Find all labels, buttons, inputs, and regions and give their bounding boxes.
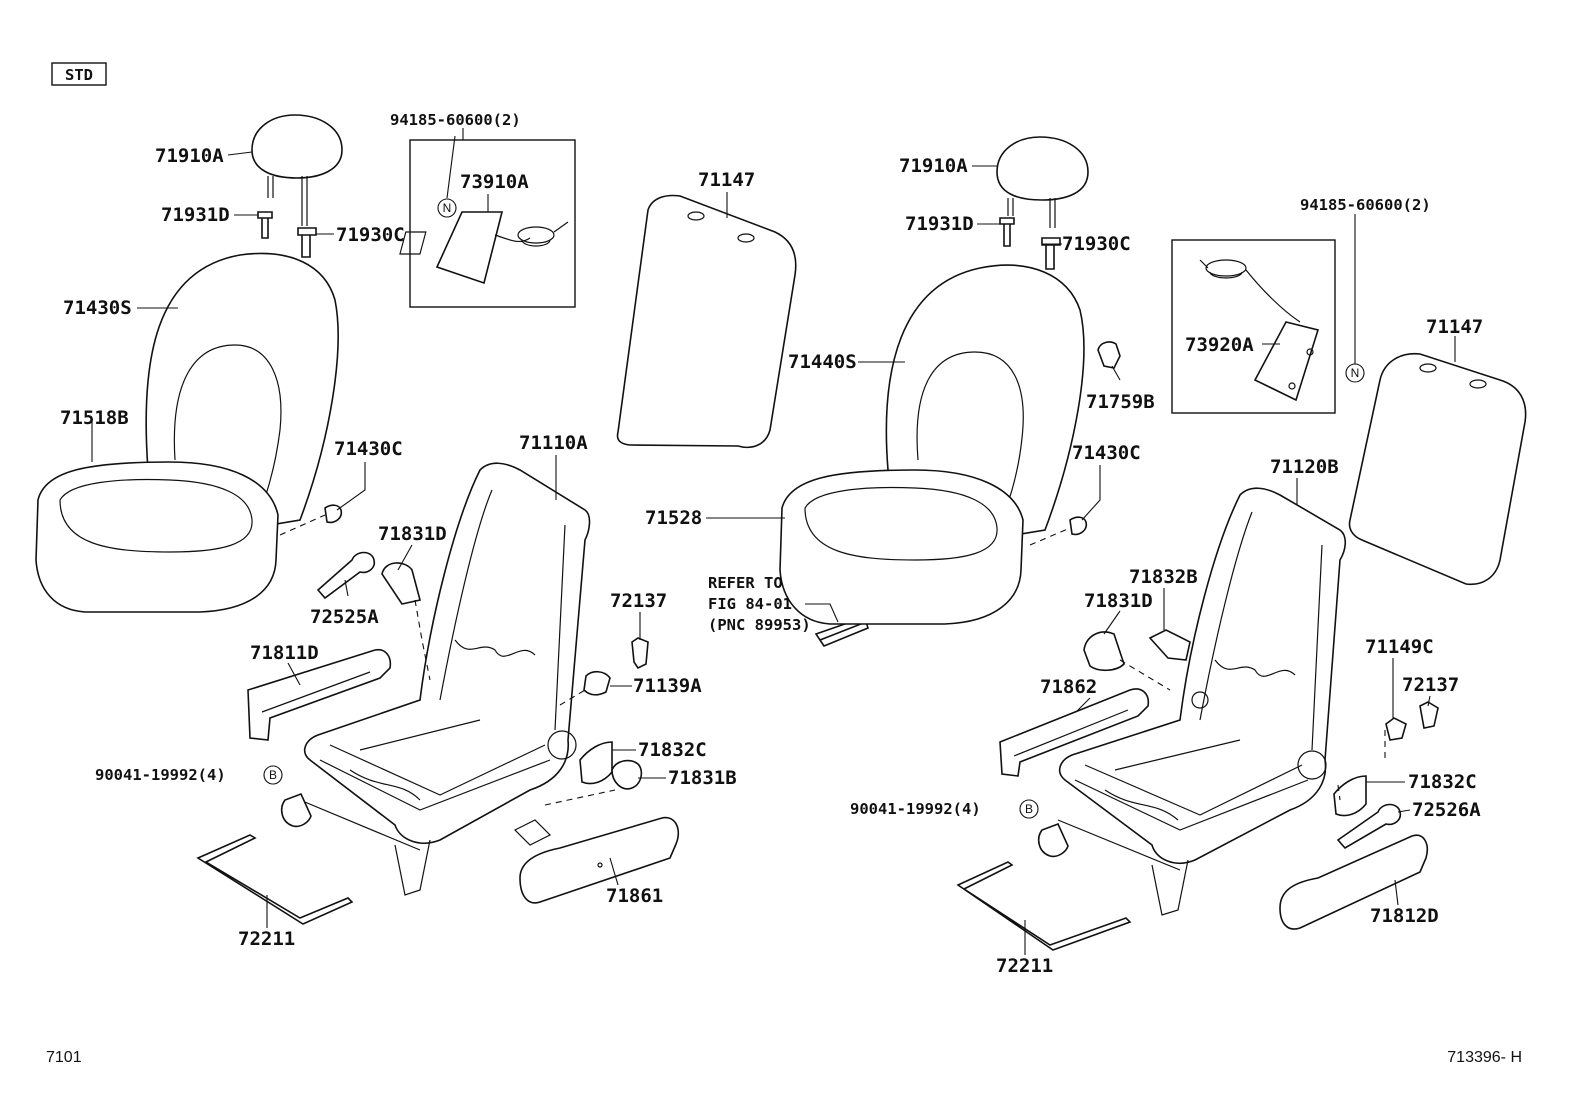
right-guide-c-shape [1041,237,1061,270]
label-left-frame: 71110A [519,432,588,454]
left-lever-shape [316,551,376,600]
label-right-hook: 71759B [1086,391,1155,413]
left-pad-72137-shape [631,637,649,670]
label-left-guide-c: 71930C [336,224,405,246]
label-left-clip: 71430C [334,438,403,460]
label-right-heater: 73920A [1185,334,1254,356]
label-left-cover-b: 71831B [668,767,737,789]
right-pad-72137-shape [1419,701,1439,729]
label-right-cover-c: 71832C [1408,771,1477,793]
label-left-heater: 73910A [460,171,529,193]
leader-lines [91,128,1456,955]
label-left-cushion-cover: 71518B [60,407,129,429]
label-right-cover-b: 71832B [1129,566,1198,588]
left-rod-shape [196,834,354,925]
label-left-guide-d: 71931D [161,204,230,226]
left-inner-cover-shape [381,562,421,605]
left-headrest-shape [251,114,343,179]
left-cushion-cover-shape [35,461,279,613]
label-left-headrest: 71910A [155,145,224,167]
label-right-guide-d: 71931D [905,213,974,235]
label-left-bracket: 71139A [633,675,702,697]
label-center-refer-2: FIG 84-01 [708,595,792,613]
left-bracket-shape [583,670,611,696]
label-center-cushion-pad: 71528 [645,507,702,529]
left-b-marker: B [269,768,277,782]
right-cushion-pad-shape [779,469,1024,625]
left-cover-b-shape [611,759,643,790]
left-heater-shape [435,211,504,285]
left-guide-d-shape [257,211,273,239]
right-headrest-shape [996,136,1089,201]
center-back-board-shape [616,194,797,449]
label-left-inner-cover: 71831D [378,523,447,545]
right-outer-shield-shape [1279,834,1428,930]
label-left-back-cover: 71430S [63,297,132,319]
label-right-bolt: 90041-19992(4) [850,800,981,818]
right-inner-cover-shape [1083,631,1125,672]
label-left-shield: 71811D [250,642,319,664]
right-back-board-shape [1348,353,1527,586]
label-center-refer-3: (PNC 89953) [708,616,811,634]
label-right-frame: 71120B [1270,456,1339,478]
right-heater-box [1171,239,1336,414]
left-guide-c-shape [297,227,317,258]
right-n-marker: N [1351,366,1360,380]
label-center-refer-1: REFER TO [708,574,783,592]
left-shield-shape [247,648,392,741]
right-heater-shape [1253,321,1320,402]
right-b-marker: B [1025,802,1033,816]
std-badge-text: STD [65,66,93,84]
right-hook-shape [1097,341,1121,369]
right-seat-assembly: N B [779,136,1527,951]
label-right-clip: 71430C [1072,442,1141,464]
label-left-outer-shield: 71861 [606,885,663,907]
right-cover-b-shape [1148,629,1191,661]
label-right-bracket: 71149C [1365,636,1434,658]
label-right-guide-c: 71930C [1062,233,1131,255]
label-right-inner-cover: 71831D [1084,590,1153,612]
label-left-lever: 72525A [310,606,379,628]
std-badge-box [51,62,107,86]
label-right-headrest: 71910A [899,155,968,177]
right-rod-shape [956,861,1132,951]
label-right-bolt-n: 94185-60600(2) [1300,196,1431,214]
part-labels: 71910A 71931D 71930C 71430S 71518B 71430… [60,111,1483,977]
footer-right-code: 713396- H [1447,1049,1522,1066]
left-n-marker: N [443,201,452,215]
right-cover-c-shape [1333,775,1367,817]
right-guide-d-shape [999,217,1015,247]
right-shield-shape [999,688,1150,777]
right-bracket-shape [1385,717,1407,741]
label-left-cover-c: 71832C [638,739,707,761]
label-right-shield: 71862 [1040,676,1097,698]
left-heater-box [409,139,576,308]
label-left-bolt-n: 94185-60600(2) [390,111,521,129]
label-center-back-board: 71147 [698,169,755,191]
label-left-pad-72137: 72137 [610,590,667,612]
label-right-outer-shield: 71812D [1370,905,1439,927]
label-left-bolt: 90041-19992(4) [95,766,226,784]
right-frame-shape [1058,487,1347,864]
label-right-pad-72137: 72137 [1402,674,1459,696]
label-right-back-board: 71147 [1426,316,1483,338]
left-cover-c-shape [579,741,613,785]
left-frame-shape [303,462,591,844]
footer-left-code: 7101 [46,1049,82,1066]
left-outer-shield-shape [519,816,680,904]
label-left-rod: 72211 [238,928,295,950]
label-right-rod: 72211 [996,955,1053,977]
center-parts [616,194,869,647]
label-right-lever: 72526A [1412,799,1481,821]
label-right-back-cover: 71440S [788,351,857,373]
